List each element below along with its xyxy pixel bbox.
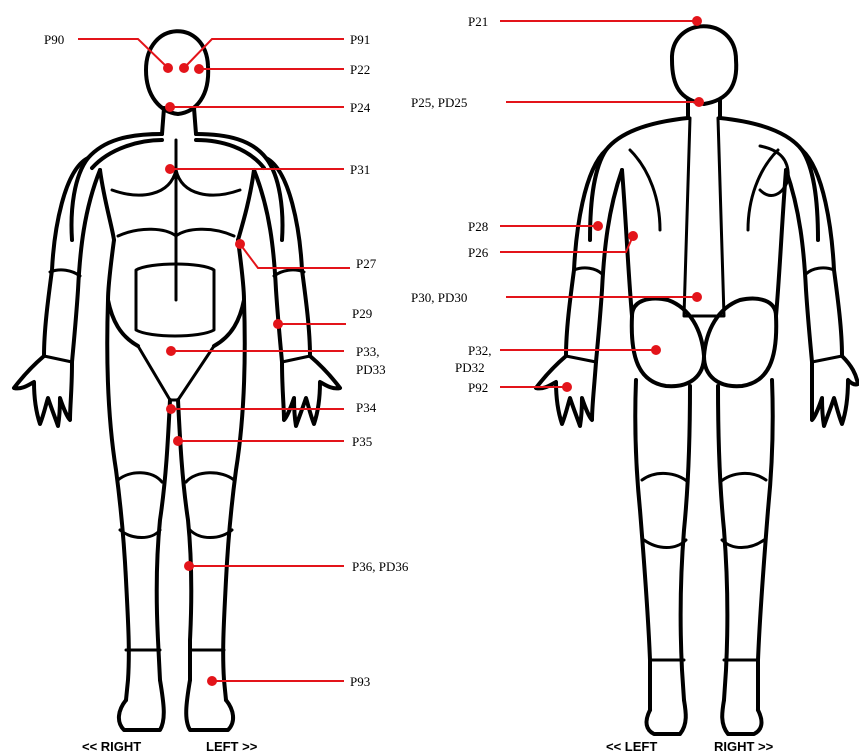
marker-p35: P35 xyxy=(173,434,372,449)
label-p27: P27 xyxy=(356,256,377,271)
front-body-figure xyxy=(14,31,340,730)
label-p30: P30, PD30 xyxy=(411,290,467,305)
marker-p29: P29 xyxy=(273,306,372,329)
label-p25: P25, PD25 xyxy=(411,95,467,110)
marker-p36: P36, PD36 xyxy=(184,559,409,574)
marker-p25: P25, PD25 xyxy=(411,95,704,110)
label-p31: P31 xyxy=(350,162,370,177)
label-p91: P91 xyxy=(350,32,370,47)
label-p26: P26 xyxy=(468,245,489,260)
back-markers: P21 P25, PD25 P28 P26 P30, PD30 P32, PD3… xyxy=(411,14,704,395)
back-orientation-left: << LEFT xyxy=(606,739,657,754)
label-p24: P24 xyxy=(350,100,371,115)
front-orientation-left: LEFT >> xyxy=(206,739,258,754)
marker-p31: P31 xyxy=(165,162,370,177)
label-p33-line2: PD33 xyxy=(356,362,386,377)
label-p33-line1: P33, xyxy=(356,344,379,359)
marker-p26: P26 xyxy=(468,231,638,260)
marker-p90: P90 xyxy=(44,32,173,73)
marker-p30: P30, PD30 xyxy=(411,290,702,305)
label-p92: P92 xyxy=(468,380,488,395)
label-p36: P36, PD36 xyxy=(352,559,409,574)
label-p93: P93 xyxy=(350,674,370,689)
label-p32-line2: PD32 xyxy=(455,360,485,375)
marker-p93: P93 xyxy=(207,674,370,689)
label-p35: P35 xyxy=(352,434,372,449)
label-p29: P29 xyxy=(352,306,372,321)
marker-p27: P27 xyxy=(235,239,377,271)
marker-p28: P28 xyxy=(468,219,603,234)
label-p90: P90 xyxy=(44,32,64,47)
marker-p33: P33, PD33 xyxy=(166,344,386,377)
front-orientation-right: << RIGHT xyxy=(82,739,141,754)
label-p28: P28 xyxy=(468,219,488,234)
label-p22: P22 xyxy=(350,62,370,77)
back-body-figure xyxy=(536,26,858,734)
label-p32-line1: P32, xyxy=(468,343,491,358)
marker-p21: P21 xyxy=(468,14,702,29)
label-p34: P34 xyxy=(356,400,377,415)
marker-p32: P32, PD32 xyxy=(455,343,661,375)
marker-p22: P22 xyxy=(194,62,370,77)
marker-p34: P34 xyxy=(166,400,377,415)
back-orientation-right: RIGHT >> xyxy=(714,739,774,754)
label-p21: P21 xyxy=(468,14,488,29)
